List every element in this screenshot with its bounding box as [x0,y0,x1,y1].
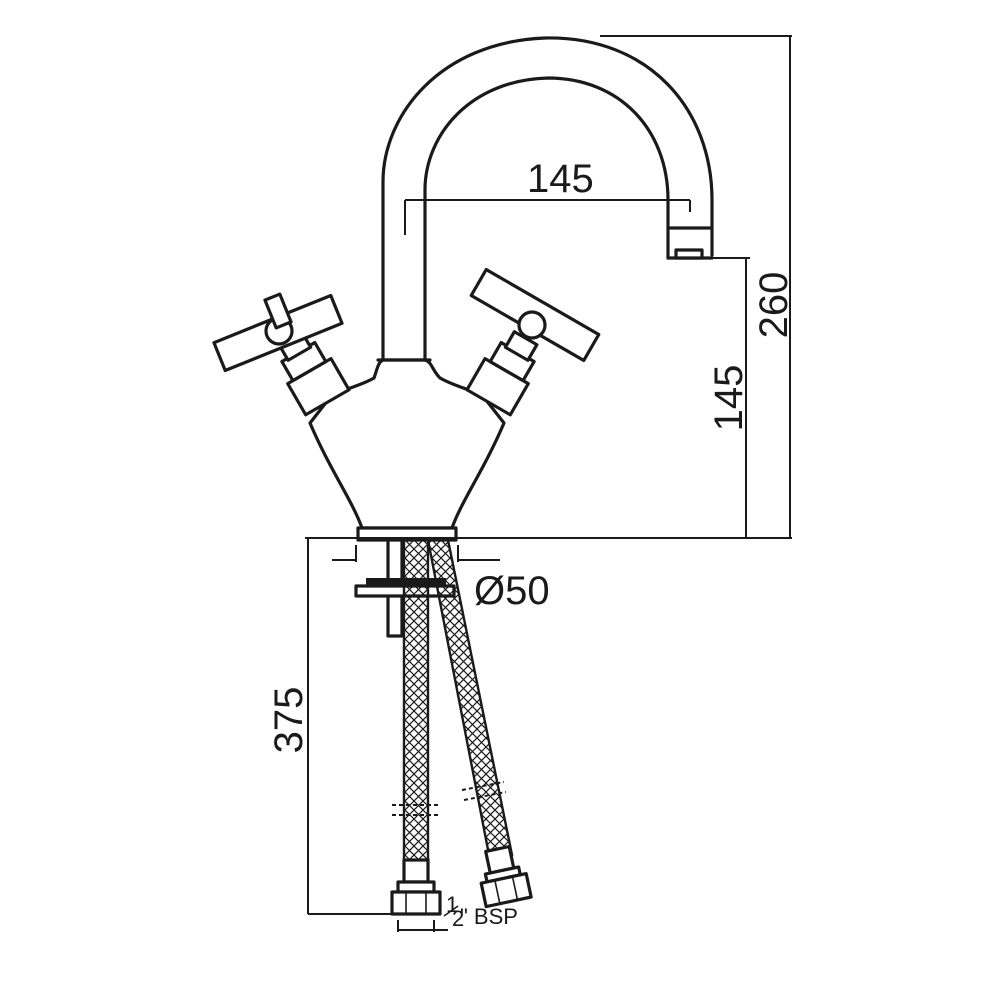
spout [381,36,714,364]
connection-fraction-num: 1 [446,892,458,917]
connection-unit: " BSP [460,904,518,929]
connection-fraction-den: 2 [452,906,464,931]
left-flexible-hose [390,538,442,916]
right-cross-handle [469,267,601,363]
outlet-height-label: 145 [707,365,751,432]
dimension-lines [305,35,792,932]
connection-size-label: 1 2 " BSP [443,892,518,931]
right-valve [465,330,539,417]
spout-reach-label: 145 [527,157,594,201]
left-cross-handle [212,292,344,373]
right-flexible-hose [426,538,533,909]
base-diameter-label: Ø50 [474,569,550,613]
hose-length-label: 375 [267,687,311,754]
tap-body [308,358,506,542]
overall-height-label: 260 [752,272,796,339]
